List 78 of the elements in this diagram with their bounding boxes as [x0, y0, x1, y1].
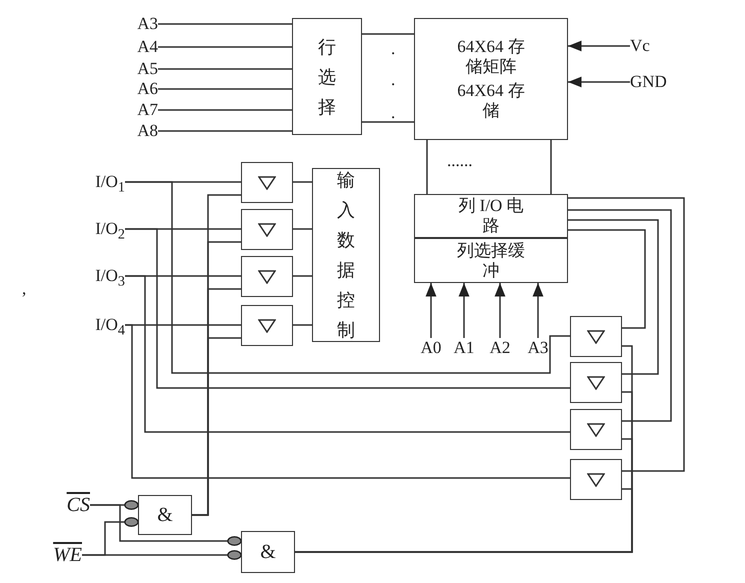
wire: [568, 229, 646, 329]
gate-symbol: &: [260, 542, 276, 562]
wire: [125, 228, 570, 389]
block-label: 64X64 存储: [456, 81, 526, 121]
buffer-box: [241, 305, 293, 346]
wire: [158, 23, 292, 25]
wire: [568, 219, 659, 375]
wire: [293, 275, 312, 277]
signal-label: A5: [125, 59, 158, 79]
signal-label: WE: [42, 544, 82, 566]
buffer-box: [241, 256, 293, 297]
signal-label: I/O$_{2}$: [62, 219, 125, 239]
signal-label: I/O$_{4}$: [62, 315, 125, 335]
block-label: 64X64 存储矩阵: [456, 37, 526, 77]
signal-label: A2: [486, 338, 514, 358]
arrow: [494, 283, 506, 338]
signal-label: A0: [417, 338, 445, 358]
ellipsis-dots: .: [391, 40, 396, 58]
block-label: 输入数据控制: [336, 169, 356, 342]
wire: [426, 140, 428, 194]
signal-label: A1: [450, 338, 478, 358]
buffer-box: [570, 316, 622, 357]
wire: [158, 109, 292, 111]
stray-mark: ,: [22, 280, 26, 298]
signal-label: A3: [524, 338, 552, 358]
gate-symbol: &: [157, 505, 173, 525]
wire: [568, 197, 685, 472]
signal-label: A7: [125, 100, 158, 120]
and-gate: [241, 531, 295, 573]
wire: [125, 324, 570, 479]
circuit-block: [292, 18, 362, 135]
signal-label: CS: [52, 494, 90, 516]
and-gate: [138, 495, 192, 535]
arrow: [458, 283, 470, 338]
wire: [158, 130, 292, 132]
wire: [293, 181, 312, 183]
signal-label: Vc: [630, 36, 666, 56]
signal-label: GND: [630, 72, 682, 92]
buffer-box: [570, 362, 622, 403]
wire: [550, 140, 552, 194]
wire: [568, 209, 672, 422]
arrow: [568, 40, 630, 52]
signal-label: A4: [125, 37, 158, 57]
circuit-block: [414, 238, 568, 283]
wire: [293, 324, 312, 326]
arrow: [426, 283, 436, 338]
signal-label: A3: [125, 14, 158, 34]
wire: [362, 33, 414, 35]
signal-label: I/O$_{3}$: [62, 266, 125, 286]
circuit-block: [414, 194, 568, 238]
wire: [158, 46, 292, 48]
buffer-box: [570, 409, 622, 450]
buffer-box: [241, 162, 293, 203]
signal-label: I/O$_{1}$: [62, 172, 125, 192]
ellipsis-dots: .: [391, 104, 396, 122]
wire: [362, 121, 414, 123]
circuit-block: [414, 18, 568, 140]
arrow: [532, 283, 544, 338]
wire: [158, 68, 292, 70]
buffer-box: [570, 459, 622, 500]
wire: [192, 337, 241, 516]
wire: [295, 488, 633, 553]
inverted-input-wire: [82, 550, 242, 560]
signal-label: A6: [125, 79, 158, 99]
block-label: 列 I/O 电路: [457, 196, 525, 236]
circuit-block: [312, 168, 380, 342]
inverted-input-wire: [90, 504, 242, 546]
wire: [125, 275, 570, 433]
signal-label: A8: [125, 121, 158, 141]
wire: [158, 88, 292, 90]
wire: [293, 228, 312, 230]
block-label: 列选择缓冲: [456, 240, 526, 280]
buffer-box: [241, 209, 293, 250]
arrow: [568, 76, 630, 88]
ellipsis-dots: ......: [447, 152, 472, 170]
ellipsis-dots: .: [391, 71, 396, 89]
wire: [125, 181, 570, 374]
block-label: 行选择: [317, 36, 337, 118]
